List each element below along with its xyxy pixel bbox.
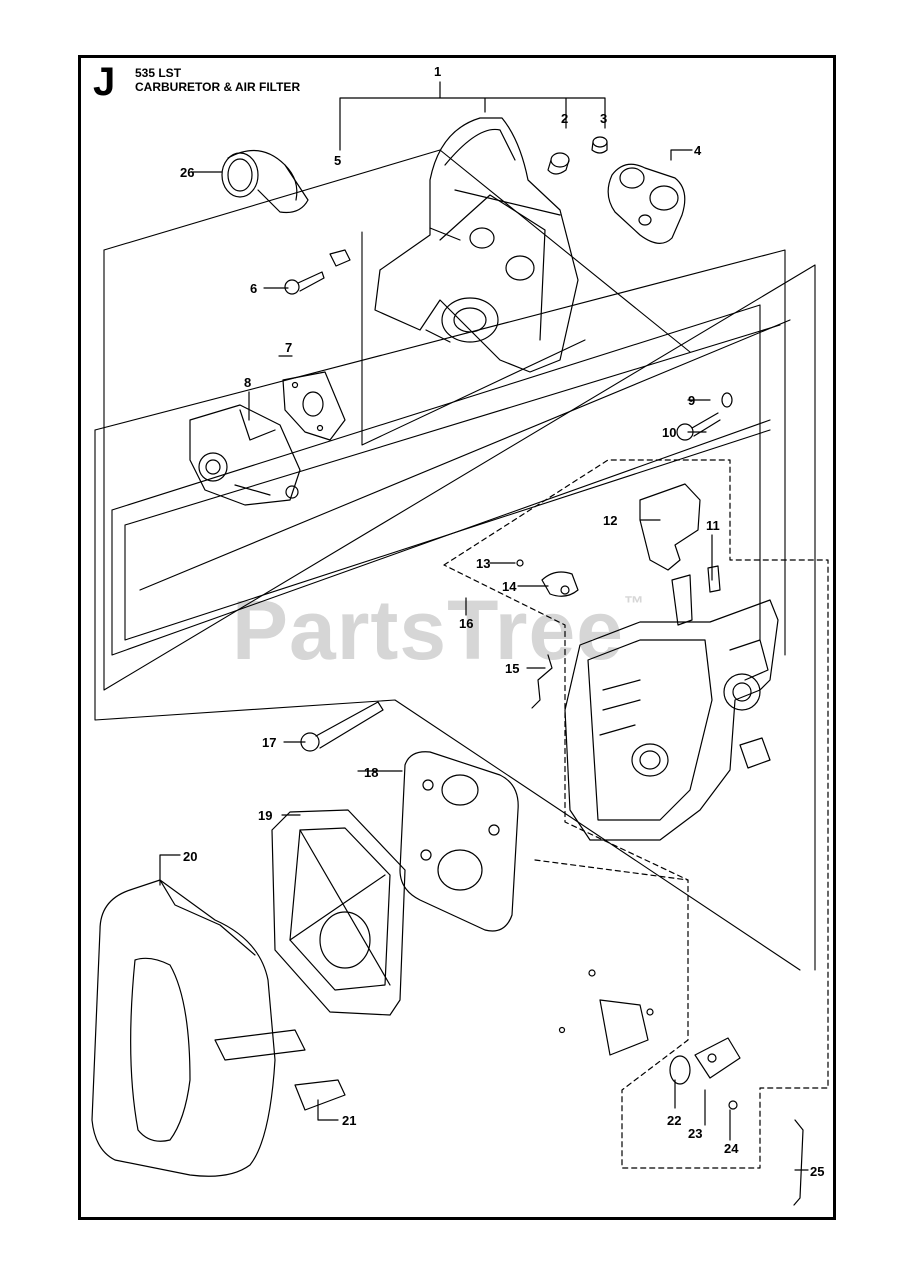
part-12-choke-lever: [639, 483, 701, 626]
part-14-choke-shaft: [541, 571, 579, 597]
part-18-foam-filter: [399, 751, 519, 932]
part-8-carburetor: [189, 404, 301, 506]
model-name: 535 LST: [135, 66, 182, 80]
part-23-knob: [694, 1037, 741, 1079]
callout-13: 13: [476, 556, 490, 571]
callout-1: 1: [434, 64, 441, 79]
part-9-washer: [721, 392, 733, 408]
callout-20: 20: [183, 849, 197, 864]
callout-17: 17: [262, 735, 276, 750]
part-13-screw: [516, 559, 524, 567]
callout-14: 14: [502, 579, 517, 594]
part-2-bushing: [547, 152, 570, 175]
part-7-gasket: [282, 371, 346, 441]
part-24-screw: [728, 1100, 738, 1110]
callout-2: 2: [561, 111, 568, 126]
callout-16: 16: [459, 616, 473, 631]
callout-10: 10: [662, 425, 676, 440]
callout-4: 4: [694, 143, 702, 158]
dashed-subassembly-boxes: [443, 459, 829, 1169]
callout-7: 7: [285, 340, 292, 355]
diagram-frame: [78, 55, 836, 1220]
callout-24: 24: [724, 1141, 739, 1156]
part-26-intake-elbow: [221, 149, 309, 214]
part-16-air-filter-housing: [564, 599, 779, 841]
part-17-bolt: [300, 701, 384, 752]
callout-21: 21: [342, 1113, 356, 1128]
part-20-filter-cover: [91, 879, 276, 1177]
part-3-bushing: [591, 136, 608, 154]
watermark: PartsTree™: [232, 583, 645, 677]
callout-12: 12: [603, 513, 617, 528]
part-4-flange: [607, 163, 686, 244]
callout-11: 11: [706, 518, 720, 533]
callout-25: 25: [810, 1164, 824, 1179]
callout-19: 19: [258, 808, 272, 823]
part-21-latch: [214, 1029, 346, 1111]
assembly-guide-lines: [94, 149, 816, 971]
part-6-screw: [284, 271, 325, 295]
callout-labels: 1 2 3 4 5 6 7 8 9 10 11 12 13 14 15 16 1…: [180, 64, 824, 1179]
part-19-filter-frame: [271, 809, 406, 1016]
callout-5: 5: [334, 153, 341, 168]
part-1-carburetor-housing: [374, 117, 579, 373]
gasket-plate: [558, 969, 654, 1056]
part-25-rod: [793, 1119, 804, 1206]
callout-15: 15: [505, 661, 519, 676]
callout-8: 8: [244, 375, 251, 390]
callout-18: 18: [364, 765, 378, 780]
callout-23: 23: [688, 1126, 702, 1141]
callout-26: 26: [180, 165, 194, 180]
diagram-title: CARBURETOR & AIR FILTER: [135, 80, 301, 94]
callout-3: 3: [600, 111, 607, 126]
part-10-screw: [676, 412, 721, 441]
part-11-clip: [707, 565, 721, 593]
callout-9: 9: [688, 393, 695, 408]
section-letter: J: [93, 60, 116, 104]
callout-22: 22: [667, 1113, 681, 1128]
leader-lines: [159, 81, 809, 1171]
part-15-link-rod: [531, 654, 553, 709]
part-5-sleeve: [329, 249, 351, 267]
part-22-seal: [669, 1055, 691, 1085]
callout-6: 6: [250, 281, 257, 296]
